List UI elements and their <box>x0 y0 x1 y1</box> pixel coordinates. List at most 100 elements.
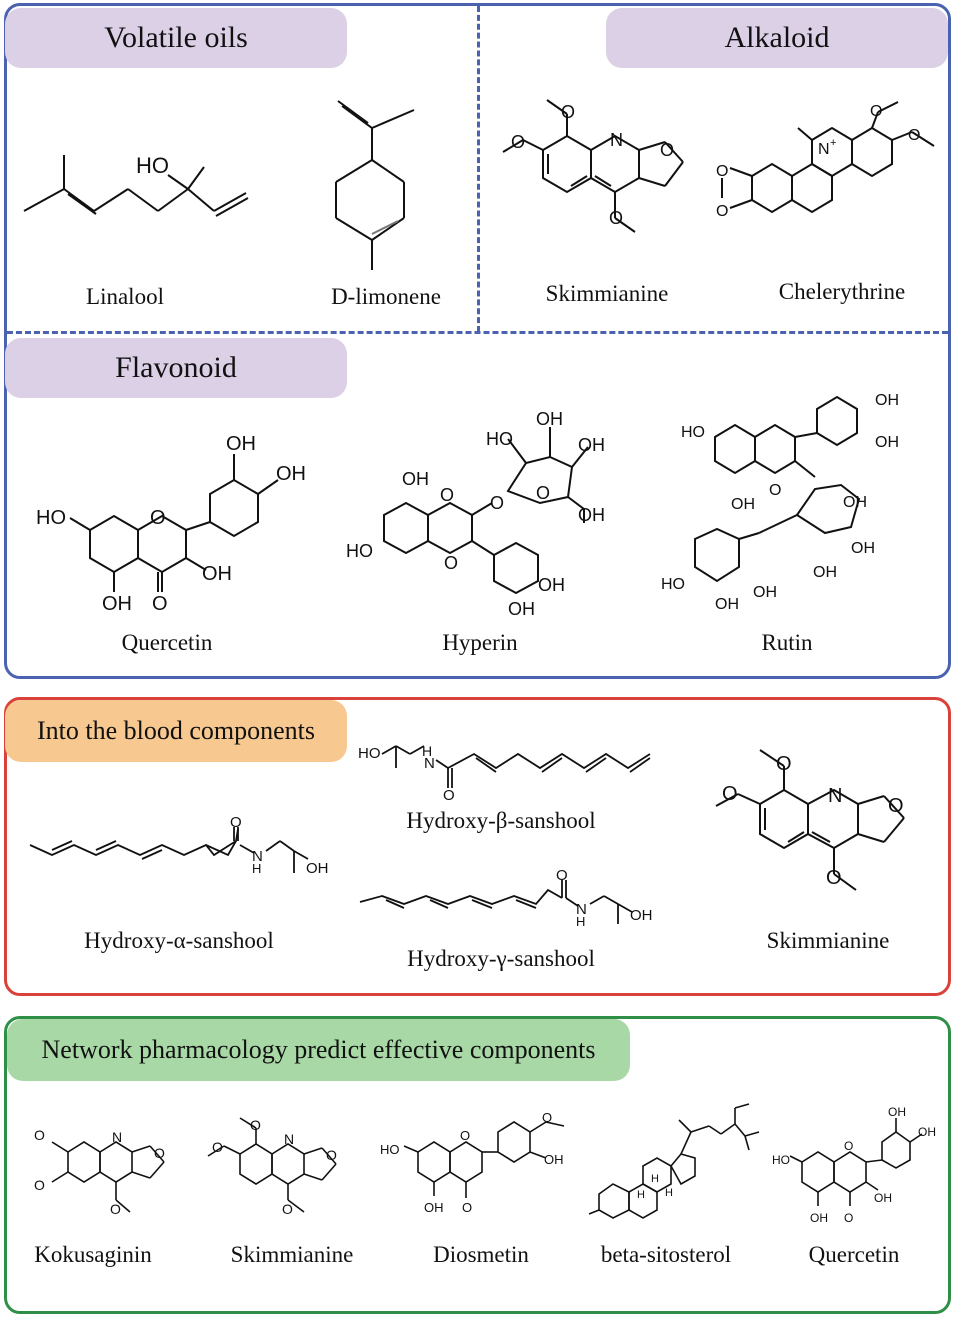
blood-components-title-text: Into the blood components <box>36 716 315 745</box>
chelerythrine-structure: N + O O O O <box>716 101 935 220</box>
svg-text:H: H <box>651 1173 659 1185</box>
divider-vertical <box>477 6 480 332</box>
svg-text:HO: HO <box>346 541 373 561</box>
svg-text:N: N <box>284 1131 294 1147</box>
svg-text:O: O <box>716 163 728 180</box>
svg-text:OH: OH <box>851 540 875 557</box>
flavonoid-title-text: Flavonoid <box>115 351 237 384</box>
natural-products-panel <box>4 3 951 679</box>
svg-text:O: O <box>443 787 455 803</box>
svg-text:O: O <box>110 1201 121 1217</box>
svg-text:OH: OH <box>538 575 565 595</box>
svg-text:O: O <box>282 1201 293 1217</box>
quercetin-structure-network: O HO OH O OH OH OH <box>772 1105 936 1225</box>
hyperin-label: Hyperin <box>442 630 518 655</box>
d-limonene-structure <box>335 100 415 270</box>
svg-text:N: N <box>424 755 435 772</box>
svg-text:+: + <box>830 137 836 149</box>
svg-text:O: O <box>556 868 568 884</box>
beta-sitosterol-label: beta-sitosterol <box>600 1242 732 1267</box>
svg-text:N: N <box>818 141 830 158</box>
svg-text:OH: OH <box>753 584 777 601</box>
svg-text:OH: OH <box>918 1125 936 1139</box>
svg-text:N: N <box>112 1129 122 1145</box>
volatile-oils-title-text: Volatile oils <box>104 21 248 54</box>
svg-text:HO: HO <box>136 153 169 178</box>
svg-text:O: O <box>462 1200 472 1215</box>
svg-text:OH: OH <box>536 409 563 429</box>
network-pharmacology-title-text: Network pharmacology predict effective c… <box>41 1035 596 1064</box>
hyperin-structure: O O O OH HO O HO OH OH OH OH OH <box>346 409 605 619</box>
svg-text:OH: OH <box>402 469 429 489</box>
svg-text:OH: OH <box>578 505 605 525</box>
chelerythrine-label: Chelerythrine <box>778 279 906 304</box>
kokusaginin-structure: N O O O O <box>34 1127 165 1217</box>
hydroxy-beta-sanshool-label: Hydroxy-β-sanshool <box>406 808 596 833</box>
d-limonene-label: D-limonene <box>331 284 441 309</box>
quercetin-structure: O HO OH O OH OH OH <box>36 433 306 615</box>
svg-text:O: O <box>490 493 504 513</box>
quercetin-label-flavonoid: Quercetin <box>121 630 213 655</box>
rutin-structure: HO OH O OH OH OH OH OH HO OH OH <box>661 392 899 613</box>
svg-text:HO: HO <box>772 1153 790 1167</box>
svg-text:HO: HO <box>681 424 705 441</box>
svg-text:O: O <box>716 203 728 220</box>
network-pharmacology-title: Network pharmacology predict effective c… <box>7 1019 630 1081</box>
svg-text:OH: OH <box>875 434 899 451</box>
svg-text:OH: OH <box>578 435 605 455</box>
svg-text:HO: HO <box>380 1142 400 1157</box>
svg-text:N: N <box>576 901 587 918</box>
skimmianine-label-network: Skimmianine <box>230 1242 354 1267</box>
linalool-structure: HO <box>23 153 249 217</box>
skimmianine-label-alkaloid: Skimmianine <box>545 281 669 306</box>
svg-text:H: H <box>576 914 585 928</box>
beta-sitosterol-structure: H H H <box>588 1103 760 1219</box>
svg-text:O: O <box>460 1128 470 1143</box>
svg-text:H: H <box>252 861 261 876</box>
svg-text:O: O <box>561 102 575 122</box>
hydroxy-gamma-sanshool-label: Hydroxy-γ-sanshool <box>407 946 595 971</box>
svg-text:O: O <box>511 132 525 152</box>
svg-text:O: O <box>826 867 842 889</box>
svg-text:O: O <box>908 127 920 144</box>
svg-text:O: O <box>34 1127 45 1143</box>
svg-text:O: O <box>150 507 166 529</box>
svg-text:OH: OH <box>544 1152 564 1167</box>
svg-text:OH: OH <box>630 907 653 924</box>
blood-components-panel <box>4 697 951 996</box>
svg-text:H: H <box>665 1187 673 1199</box>
svg-text:O: O <box>722 783 738 805</box>
svg-text:OH: OH <box>875 392 899 409</box>
volatile-oils-title: Volatile oils <box>5 8 347 68</box>
svg-text:HO: HO <box>36 507 66 529</box>
svg-text:H: H <box>422 743 432 759</box>
linalool-label: Linalool <box>86 284 164 309</box>
svg-text:O: O <box>870 103 882 120</box>
svg-text:O: O <box>326 1147 337 1163</box>
svg-text:O: O <box>444 553 458 573</box>
svg-text:OH: OH <box>102 593 132 615</box>
hydroxy-alpha-sanshool-structure: O N H OH <box>29 815 329 877</box>
skimmianine-label-blood: Skimmianine <box>766 928 890 953</box>
svg-text:O: O <box>250 1117 261 1133</box>
svg-text:O: O <box>776 753 792 775</box>
skimmianine-structure-network: N O O O O <box>207 1117 337 1217</box>
svg-text:O: O <box>154 1145 165 1161</box>
svg-text:OH: OH <box>731 496 755 513</box>
kokusaginin-label: Kokusaginin <box>34 1242 152 1267</box>
svg-text:HO: HO <box>661 576 685 593</box>
svg-text:OH: OH <box>424 1200 444 1215</box>
svg-text:O: O <box>230 815 242 831</box>
diosmetin-label: Diosmetin <box>433 1242 529 1267</box>
alkaloid-title: Alkaloid <box>606 8 948 68</box>
hydroxy-gamma-sanshool-structure: O N H OH <box>359 868 653 928</box>
svg-text:OH: OH <box>888 1105 906 1119</box>
network-pharmacology-panel <box>4 1016 951 1314</box>
svg-text:OH: OH <box>202 563 232 585</box>
blood-components-title: Into the blood components <box>5 700 347 762</box>
skimmianine-structure: N O O O O <box>502 99 684 233</box>
svg-text:OH: OH <box>306 860 329 877</box>
svg-text:HO: HO <box>486 429 513 449</box>
flavonoid-title: Flavonoid <box>5 338 347 398</box>
svg-text:O: O <box>152 593 168 615</box>
